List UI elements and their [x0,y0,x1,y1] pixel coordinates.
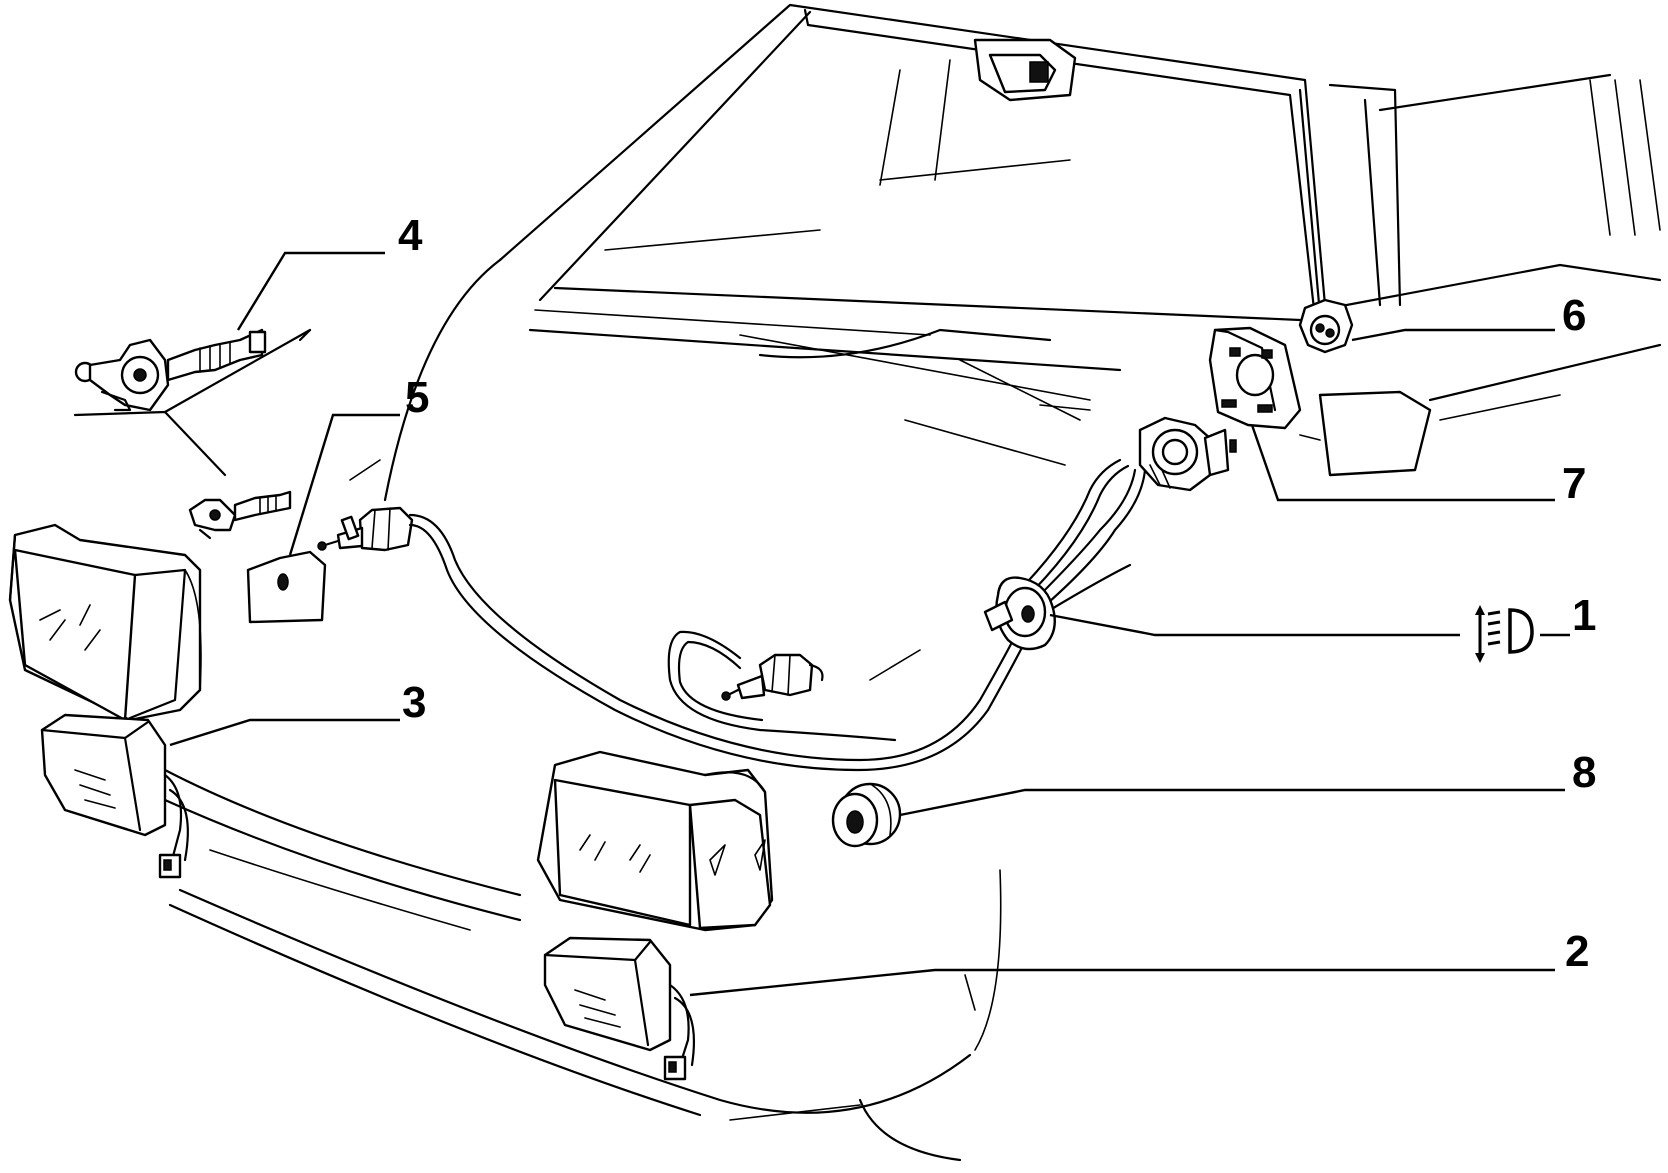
callout-3: 3 [402,678,426,727]
rear-view-mirror [973,38,1077,102]
fog-lamp-left [40,713,189,879]
harness-grommet [983,576,1056,651]
gasket-plate [246,550,327,624]
callout-5: 5 [405,373,429,422]
car-body-outline [163,3,1662,1162]
callout-2: 2 [1565,927,1589,976]
callout-labels: 4 5 3 6 7 1 8 2 [398,211,1596,976]
actuator-left [317,506,414,552]
leveling-motor-assembly [73,328,312,540]
callout-4: 4 [398,211,423,260]
callout-6: 6 [1562,291,1586,340]
callout-7: 7 [1562,459,1586,508]
headlamp-left [8,523,202,722]
connector-bracket [1208,326,1302,430]
leader-lines [169,251,1570,997]
headlamp-leveling-icon [1475,605,1534,663]
actuator-right [721,653,824,701]
callout-1: 1 [1572,591,1596,640]
connector-block [1138,416,1237,492]
wiring-harness [408,458,1147,772]
headlamp-right [536,750,774,932]
rubber-grommet [831,782,902,848]
fog-lamp-right [543,936,696,1081]
callout-8: 8 [1572,748,1596,797]
side-mirror [1299,390,1432,477]
bulb-holder [1298,298,1354,354]
